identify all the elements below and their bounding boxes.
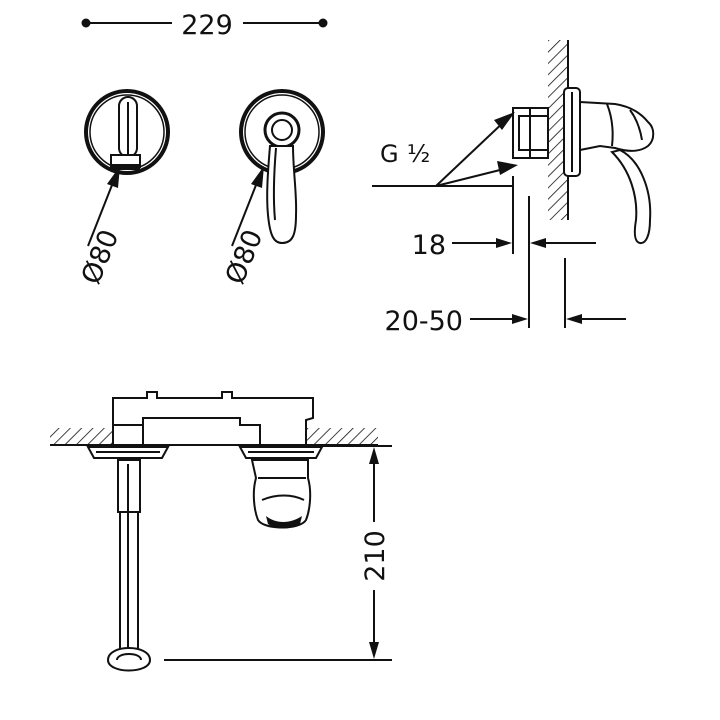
- overall-width-dimension: 229: [81, 10, 328, 41]
- thread-label: G: [380, 140, 399, 168]
- fixed-depth-label: 18: [412, 230, 446, 261]
- spout-height-label: 210: [360, 530, 391, 582]
- depth-range-label: 20-50: [385, 306, 463, 337]
- overall-width-label: 229: [181, 10, 233, 41]
- side-view: G ½ 18 20-50: [372, 40, 655, 337]
- spout-rosette-diameter-label: Ø80: [76, 225, 126, 288]
- spout-rosette-front-view: Ø80: [76, 89, 170, 289]
- lever-rosette-front-view: Ø80: [220, 89, 325, 289]
- lever-rosette-diameter-label: Ø80: [220, 225, 270, 288]
- thread-fraction-label: ½: [407, 140, 430, 168]
- section-view: 210: [50, 391, 392, 672]
